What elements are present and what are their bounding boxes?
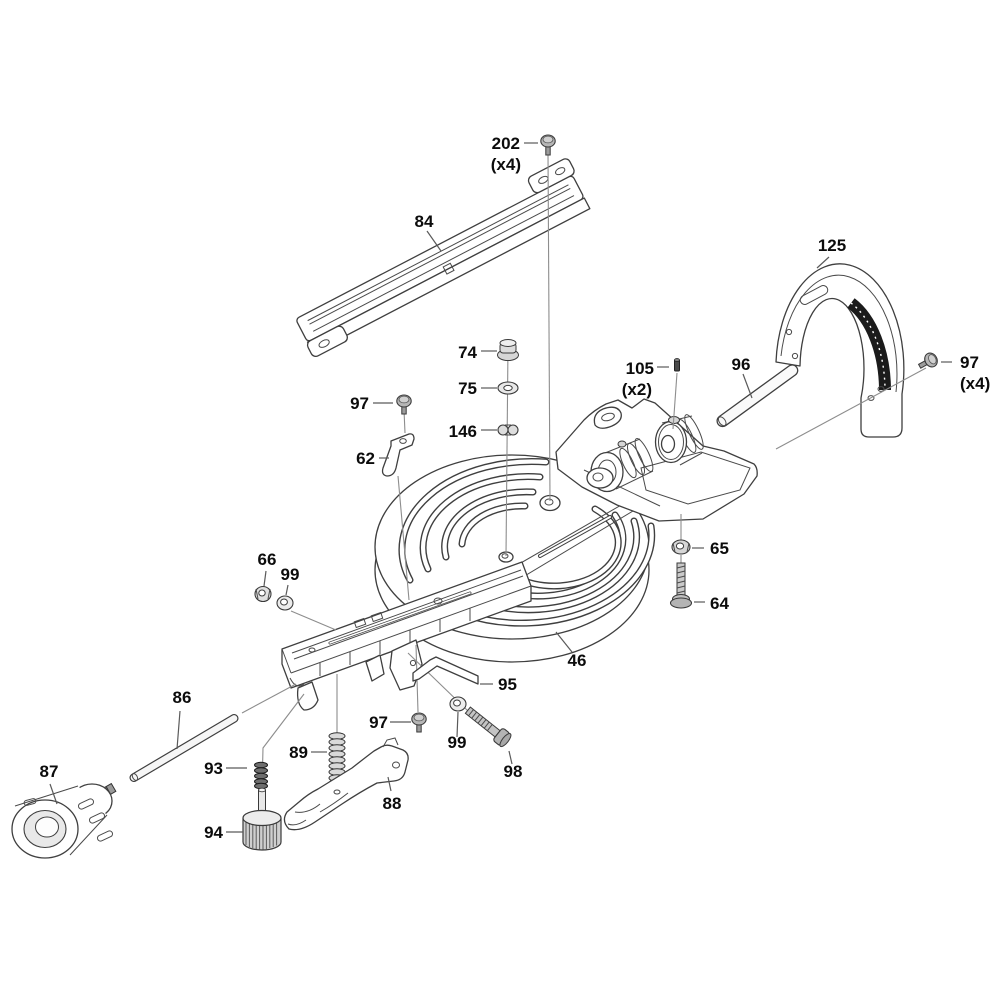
turntable-arc-slots-lower [460,505,656,627]
label-87: 87 [40,762,59,781]
label-97-right: 97 [960,353,979,372]
fence-rail-84 [296,158,591,358]
washer-75 [497,381,519,395]
label-86: 86 [173,688,192,707]
label-46: 46 [568,651,587,670]
label-97-mid: 97 [350,394,369,413]
screw-97-bottom [411,712,427,733]
flange-nut-65 [671,539,691,555]
label-62: 62 [356,449,375,468]
arm-hanger-small [365,654,385,682]
screw-97-mid [396,394,412,415]
label-95: 95 [498,675,517,694]
screw-97-right [917,352,938,369]
label-99-left: 99 [281,565,300,584]
bracket-62 [381,433,415,477]
label-202: 202 [492,134,520,153]
knob-grip-slots [23,798,114,842]
clip-nut-146 [497,424,519,436]
label-202-qty: (x4) [491,155,521,174]
knuckle-nub [617,440,627,448]
hex-nut-66 [254,585,272,603]
casting-boss [586,467,614,489]
pivot-rod-96 [716,364,799,428]
hex-bolt-98 [464,706,512,748]
label-96: 96 [732,355,751,374]
hex-bolt-64 [669,562,693,609]
lock-lever-88 [283,737,409,831]
callout-labels: 202 (x4) 84 125 97 (x4) 96 105 (x2) 74 7… [40,134,991,842]
pin-105 [674,358,680,372]
rod-86 [129,713,239,783]
rear-casting [555,398,758,522]
label-93: 93 [204,759,223,778]
table-bosses [498,494,561,563]
label-88: 88 [383,794,402,813]
leader-lines [49,142,952,833]
lock-nut-74 [497,339,519,361]
label-89: 89 [289,743,308,762]
label-105: 105 [626,359,654,378]
knurled-knob-94 [242,787,282,851]
washer-99-bottom [449,696,467,712]
screw-202 [540,134,556,156]
guard-slot [799,285,829,305]
label-66: 66 [258,550,277,569]
arm-front-foot [296,681,319,711]
label-97-bottom: 97 [369,713,388,732]
pointer-plate-95 [412,656,479,685]
washer-99-left [276,595,294,611]
label-74: 74 [458,343,477,362]
hand-knob-87 [11,782,117,859]
kerf-channel [499,492,649,587]
casting-ear [593,406,622,429]
label-125: 125 [818,236,846,255]
label-146: 146 [449,422,477,441]
label-84: 84 [415,212,434,231]
label-98: 98 [504,762,523,781]
guard-plate-125 [775,263,905,438]
turntable-arc-slots-upper [398,458,550,584]
label-64: 64 [710,594,729,613]
right-knuckle [654,414,704,466]
label-75: 75 [458,379,477,398]
label-97-right-qty: (x4) [960,374,990,393]
label-65: 65 [710,539,729,558]
casting-wedge-top [640,451,751,505]
label-99-bottom: 99 [448,733,467,752]
label-94: 94 [204,823,223,842]
spring-93 [254,761,268,790]
label-105-qty: (x2) [622,380,652,399]
